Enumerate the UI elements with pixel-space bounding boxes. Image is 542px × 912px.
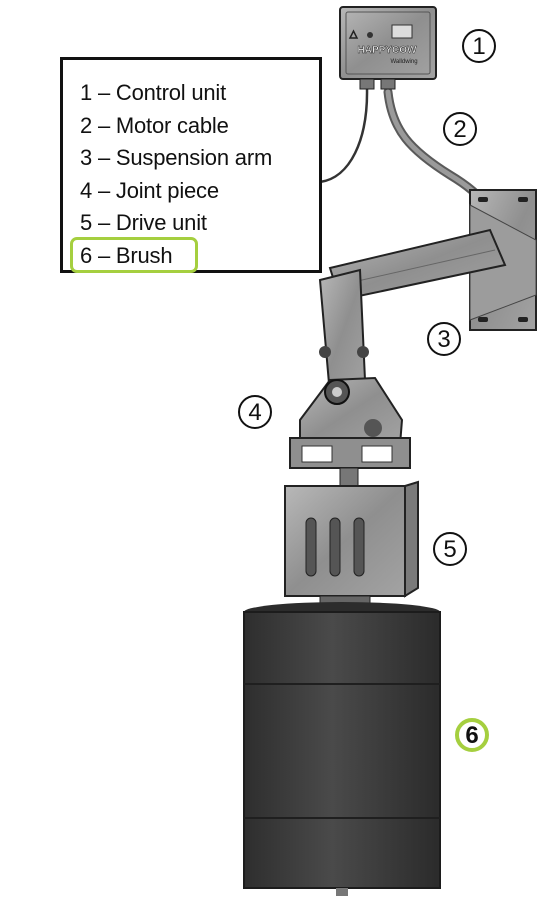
callout-4: 4	[238, 395, 272, 429]
joint-piece	[289, 376, 411, 489]
suspension-arm	[318, 228, 507, 397]
highlight-box	[70, 236, 198, 273]
control-unit: HAPPYCOW Walldwing	[339, 6, 437, 90]
legend-item-control-unit: 1 – Control unit	[80, 80, 226, 105]
drive-unit	[284, 480, 419, 609]
legend-item-brush: 6 – Brush	[70, 236, 272, 273]
callout-6: 6	[455, 718, 489, 752]
legend-list: 1 – Control unit 2 – Motor cable 3 – Sus…	[70, 77, 273, 273]
legend-item-brush-label: 6 – Brush	[80, 242, 173, 268]
callout-3: 3	[427, 322, 461, 356]
control-unit-subbrand: Walldwing	[390, 59, 417, 65]
legend-item-joint-piece: 4 – Joint piece	[80, 177, 219, 203]
legend-item-drive-unit: 5 – Drive unit	[80, 210, 207, 235]
legend-item-suspension-arm: 3 – Suspension arm	[80, 145, 273, 170]
callout-2: 2	[443, 112, 477, 146]
callout-5: 5	[433, 532, 467, 566]
brush	[243, 602, 441, 896]
callout-1: 1	[462, 29, 496, 63]
legend-box: 1 – Control unit 2 – Motor cable 3 – Sus…	[60, 57, 322, 273]
control-unit-brand: HAPPYCOW	[358, 45, 417, 56]
legend-item-motor-cable: 2 – Motor cable	[80, 112, 229, 138]
